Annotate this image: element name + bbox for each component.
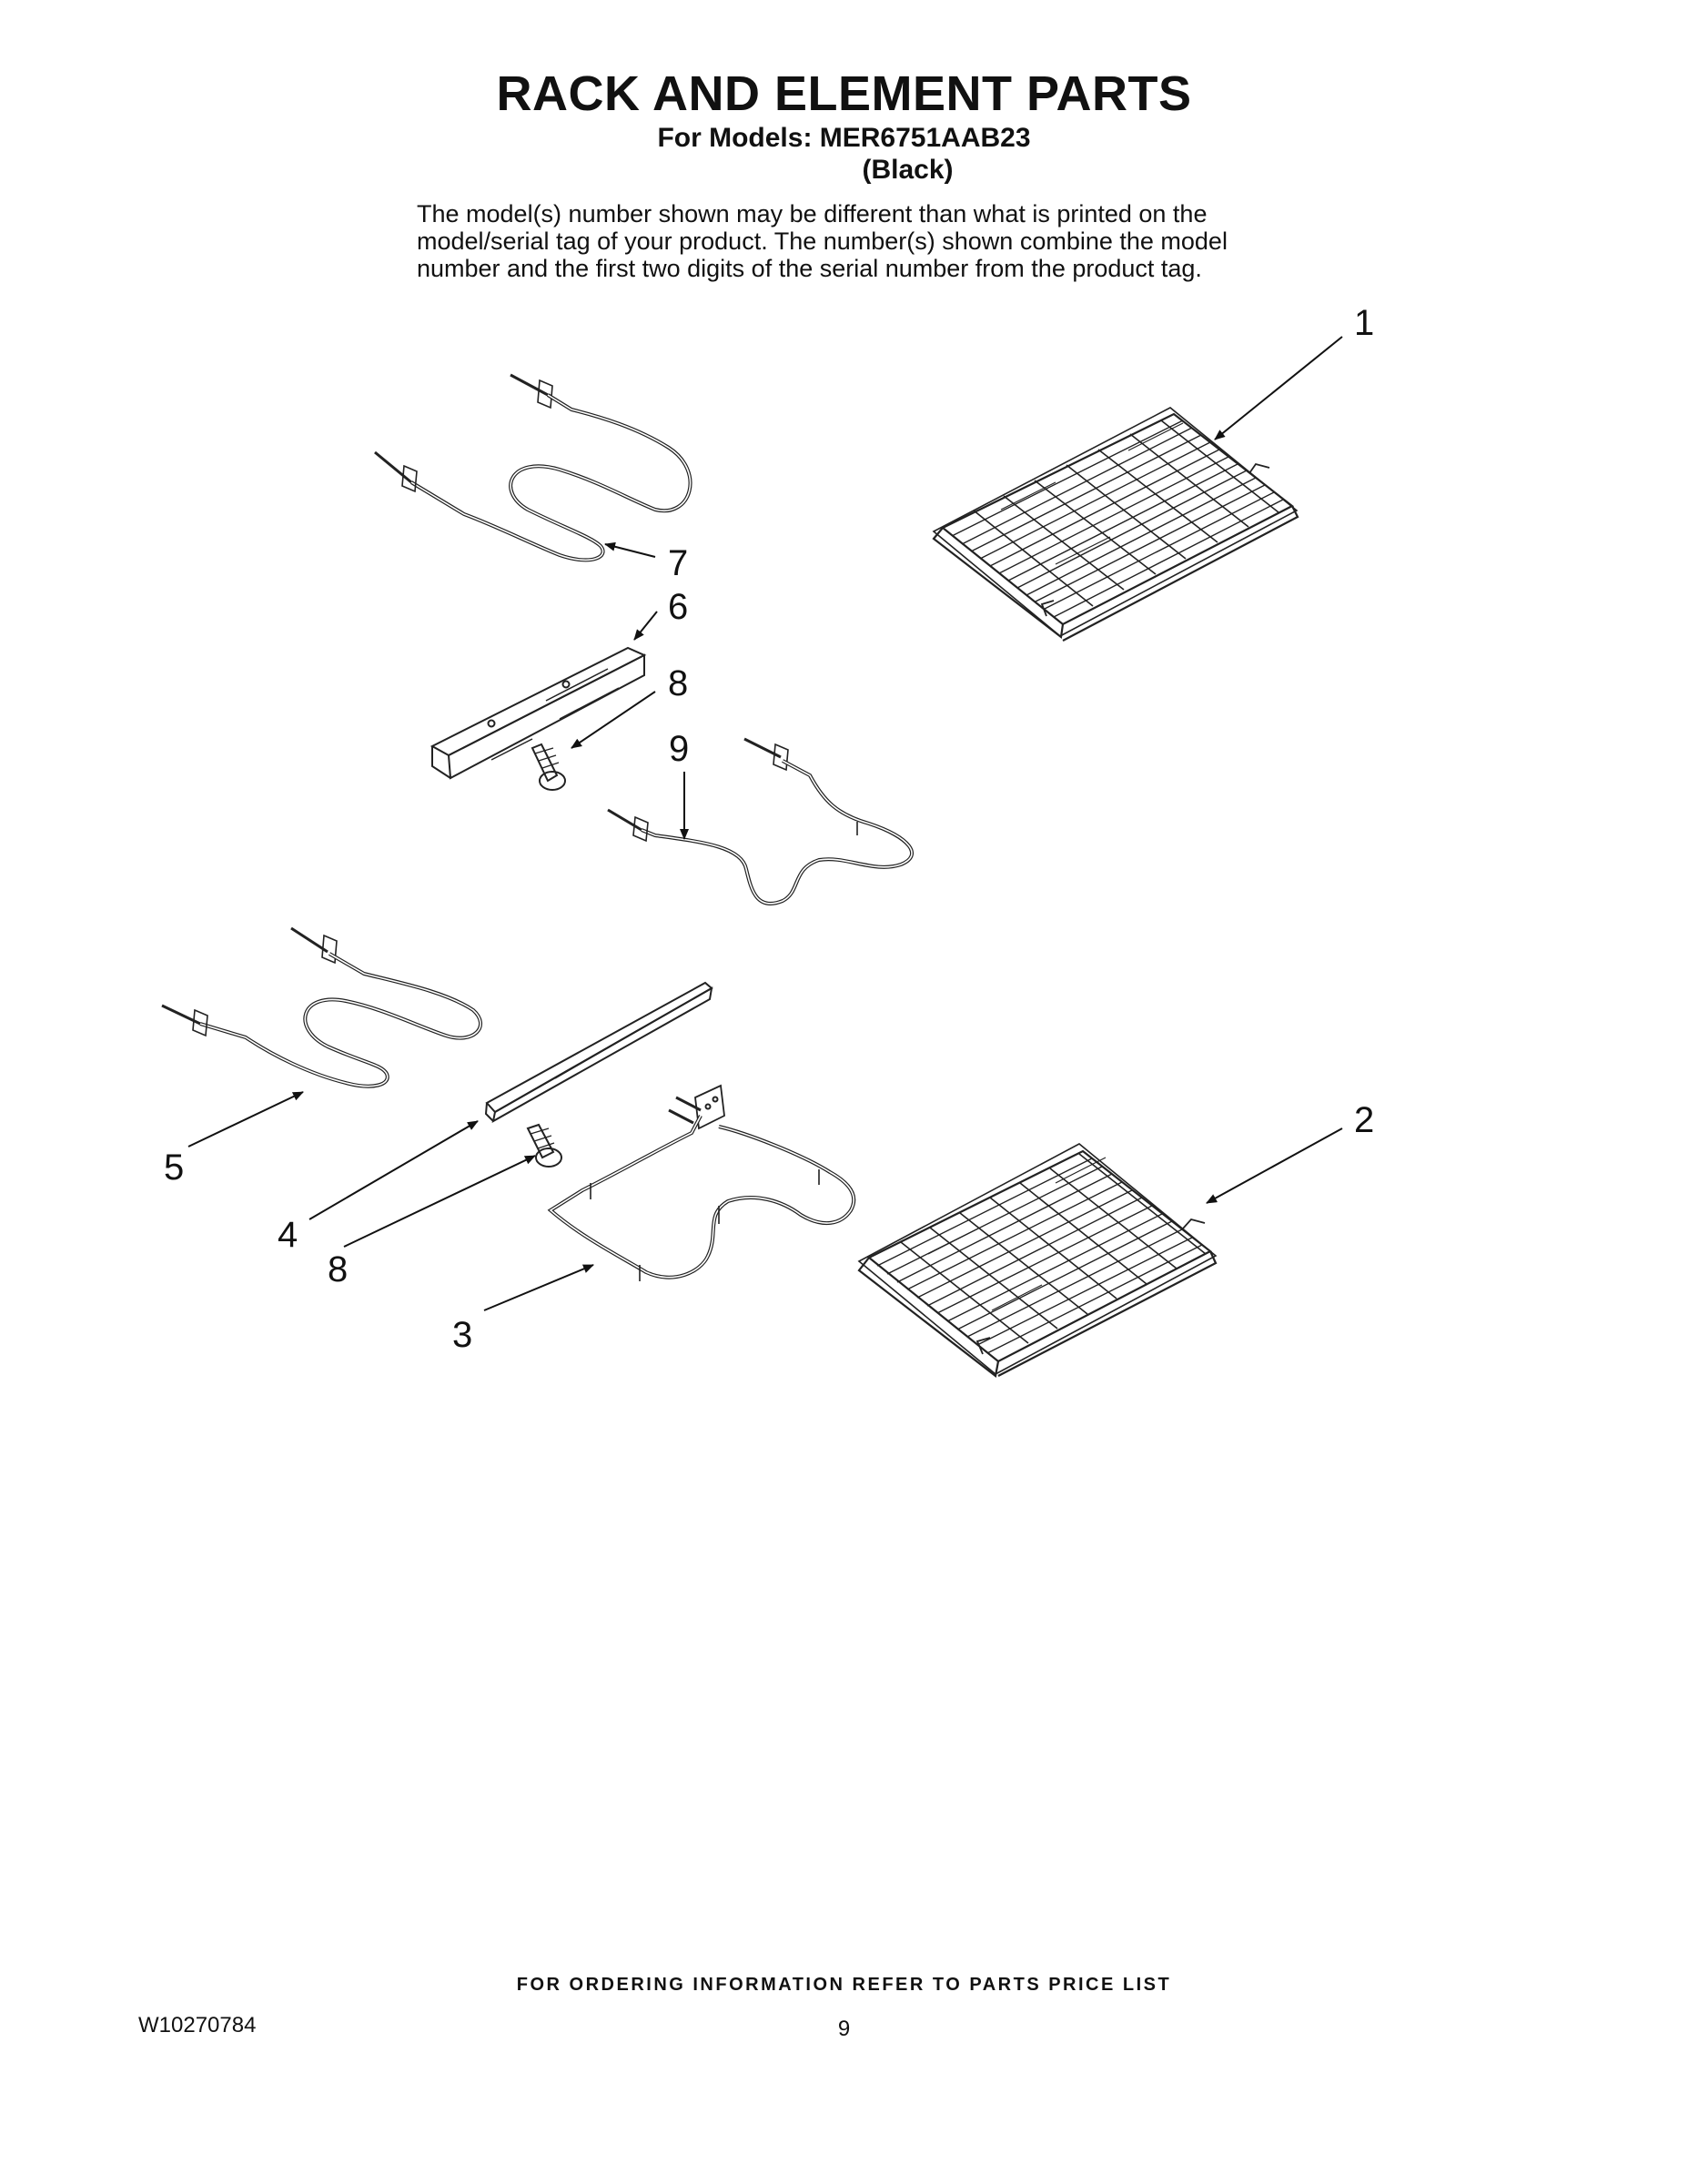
callout-2: 2 [1354,1100,1374,1140]
callout-4: 4 [278,1215,298,1255]
leader-arrow-8-lower [343,1155,536,1248]
broil-element-lower [161,926,482,1088]
leader-arrow-8-upper [571,691,656,749]
leader-arrow-3 [483,1264,594,1311]
bake-element-shield [484,981,713,1123]
leader-arrow-1 [1214,336,1343,440]
oven-rack-upper [932,407,1299,642]
leader-arrow-2 [1206,1127,1343,1204]
model-number: For Models: MER6751AAB23 [657,123,1031,153]
leader-lines [187,336,1343,1311]
leader-arrow-7 [604,541,656,558]
convection-element [607,737,914,905]
document-number: W10270784 [138,2013,257,2037]
page-title: RACK AND ELEMENT PARTS [496,66,1192,121]
broil-element-upper [374,373,692,562]
model-color: (Black) [862,154,954,185]
model-info: For Models: MER6751AAB23 (Black) [0,123,1688,186]
callout-3: 3 [452,1315,472,1355]
callout-5: 5 [164,1148,184,1188]
callout-8-upper: 8 [668,663,688,703]
notice-line-2: model/serial tag of your product. The nu… [417,228,1228,255]
oven-rack-lower [857,1143,1218,1378]
leader-arrow-4 [308,1120,479,1220]
callout-1: 1 [1354,303,1374,343]
notice-line-1: The model(s) number shown may be differe… [417,200,1208,228]
leader-arrow-6 [633,611,658,641]
ordering-note: FOR ORDERING INFORMATION REFER TO PARTS … [516,1975,1172,1995]
element-bracket [430,646,647,780]
callout-8-lower: 8 [328,1249,348,1289]
model-notice: The model(s) number shown may be differe… [417,200,1327,282]
mounting-screw-lower [526,1123,562,1168]
callout-6: 6 [668,587,688,627]
callout-7: 7 [668,543,688,583]
leader-arrow-5 [187,1091,304,1148]
notice-line-3: number and the first two digits of the s… [417,255,1202,282]
page-number: 9 [837,2017,851,2041]
bake-element [547,1084,856,1281]
callout-9: 9 [669,729,689,769]
mounting-screw-upper [531,743,566,791]
